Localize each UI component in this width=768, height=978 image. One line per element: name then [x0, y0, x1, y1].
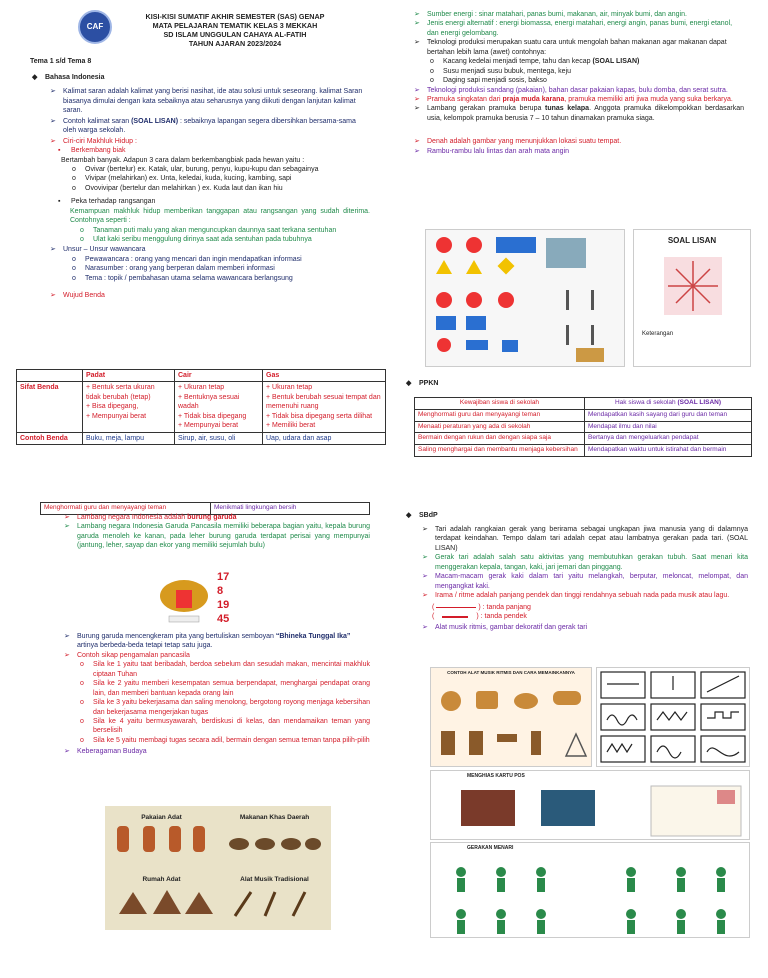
- bindo-title: Bahasa Indonesia: [45, 74, 105, 81]
- arrow-bullet-icon: ➢: [414, 105, 420, 113]
- arrow-bullet-icon: ➢: [50, 88, 56, 96]
- bindo-item: ➢ Kalimat saran adalah kalimat yang beri…: [50, 88, 363, 115]
- wujud-benda-table: Padat Cair Gas Sifat Benda + Bentuk sert…: [16, 368, 386, 446]
- rhythmic-instruments-icon: [441, 691, 588, 757]
- arrow-bullet-icon: ➢: [414, 20, 420, 28]
- bindo-heading: ◆ Bahasa Indonesia: [32, 73, 370, 82]
- alat-musik-ritmis-image: CONTOH ALAT MUSIK RITMIS DAN CARA MEMAIN…: [430, 667, 592, 767]
- diamond-bullet-icon: ◆: [406, 512, 412, 519]
- header-line-3: SD ISLAM UNGGULAN CAHAYA AL-FATIH: [163, 30, 307, 39]
- header-line-1: KISI-KISI SUMATIF AKHIR SEMESTER (SAS) G…: [145, 12, 325, 21]
- compass-image: SOAL LISAN Keterangan: [633, 229, 751, 367]
- garuda-icon: [160, 580, 208, 623]
- diamond-bullet-icon: ◆: [32, 74, 38, 81]
- budaya-title: Alat Musik Tradisional: [240, 876, 309, 883]
- long-note-line-icon: [436, 606, 477, 608]
- arrow-bullet-icon: ➢: [414, 95, 420, 103]
- square-bullet-icon: ▪: [58, 198, 61, 206]
- kartu-pos-image: MENGHIAS KARTU POS: [430, 770, 750, 840]
- diamond-bullet-icon: ◆: [406, 380, 412, 387]
- dance-moves-icon: [456, 866, 726, 934]
- arrow-bullet-icon: ➢: [50, 137, 56, 145]
- decorative-lines-image: [596, 667, 750, 767]
- traffic-signs-icon: [436, 237, 604, 362]
- sbdp-section: ➢Tari adalah rangkaian gerak yang berira…: [422, 526, 748, 632]
- header-line-4: TAHUN AJARAN 2023/2024: [188, 39, 282, 48]
- soal-lisan-label: SOAL LISAN: [667, 236, 717, 245]
- garuda-number: 8: [217, 585, 224, 597]
- arrow-bullet-icon: ➢: [50, 246, 56, 254]
- traffic-signs-image: [425, 229, 625, 367]
- gerakan-menari-image: GERAKAN MENARI: [430, 842, 750, 938]
- arrow-bullet-icon: ➢: [50, 117, 56, 125]
- garuda-number: 45: [217, 613, 230, 625]
- square-bullet-icon: ▪: [58, 147, 61, 155]
- bindo-item: ➢ Wujud Benda: [50, 292, 105, 300]
- table-row-label: Sifat Benda: [16, 381, 83, 433]
- arrow-bullet-icon: ➢: [64, 633, 70, 640]
- header-line-2: MATA PELAJARAN TEMATIK KELAS 3 MEKKAH: [152, 21, 318, 30]
- bindo-section: ◆ Bahasa Indonesia ➢ Kalimat saran adala…: [32, 73, 370, 300]
- school-logo: CAF: [78, 10, 112, 44]
- garuda-pancasila-image: 17 8 19 45: [159, 570, 277, 628]
- garuda-number: 17: [217, 571, 230, 583]
- arrow-bullet-icon: ➢: [64, 514, 70, 521]
- arrow-bullet-icon: ➢: [64, 748, 70, 756]
- arrow-bullet-icon: ➢: [422, 573, 428, 581]
- postcard-icon: [461, 785, 742, 837]
- arrow-bullet-icon: ➢: [414, 147, 420, 155]
- table-row-label: Contoh Benda: [16, 431, 83, 446]
- arrow-bullet-icon: ➢: [422, 592, 428, 600]
- budaya-title: Rumah Adat: [142, 876, 181, 883]
- ppkn-heading: ◆PPKN: [406, 380, 439, 387]
- bindo-item: ➢ Contoh kalimat saran (SOAL LISAN) : se…: [50, 117, 356, 135]
- bindo-item: ➢ Unsur – Unsur wawancara: [50, 246, 146, 254]
- compass-rose-icon: [664, 256, 722, 315]
- right-top-section: ➢Sumber energi : sinar matahari, panas b…: [414, 11, 744, 155]
- table-row: Bermain dengan rukun dan dengan siapa sa…: [414, 432, 752, 446]
- arrow-bullet-icon: ➢: [414, 86, 420, 94]
- keberagaman-budaya-image: Pakaian Adat Makanan Khas Daerah Rumah A…: [105, 806, 331, 930]
- sbdp-heading: ◆SBdP: [406, 512, 438, 519]
- arrow-bullet-icon: ➢: [422, 526, 428, 533]
- doc-header: KISI-KISI SUMATIF AKHIR SEMESTER (SAS) G…: [110, 12, 360, 48]
- arrow-bullet-icon: ➢: [422, 624, 428, 632]
- budaya-title: Makanan Khas Daerah: [239, 814, 310, 821]
- arrow-bullet-icon: ➢: [50, 292, 56, 300]
- budaya-title: Pakaian Adat: [141, 814, 182, 821]
- bindo-item: ➢ Ciri-ciri Makhluk Hidup :: [50, 137, 137, 145]
- garuda-number: 19: [217, 599, 230, 611]
- arrow-bullet-icon: ➢: [414, 138, 420, 146]
- arrow-bullet-icon: ➢: [414, 39, 420, 47]
- decorative-lines-icon: [600, 671, 746, 763]
- garuda-section: ➢Lambang negara Indonesia adalah burung …: [64, 514, 370, 550]
- short-note-line-icon: [442, 615, 469, 618]
- pancasila-section: ➢Burung garuda mencengkeram pita yang be…: [64, 633, 370, 756]
- tema-label: Tema 1 s/d Tema 8: [30, 58, 92, 65]
- arrow-bullet-icon: ➢: [422, 554, 428, 562]
- logo-text: CAF: [86, 21, 104, 31]
- keterangan-label: Keterangan: [642, 331, 674, 338]
- arrow-bullet-icon: ➢: [64, 651, 70, 659]
- arrow-bullet-icon: ➢: [64, 523, 70, 531]
- arrow-bullet-icon: ➢: [414, 11, 420, 18]
- budaya-illustrations-icon: [117, 826, 321, 917]
- table-row: Saling menghargai dan membantu menjaga k…: [414, 444, 752, 457]
